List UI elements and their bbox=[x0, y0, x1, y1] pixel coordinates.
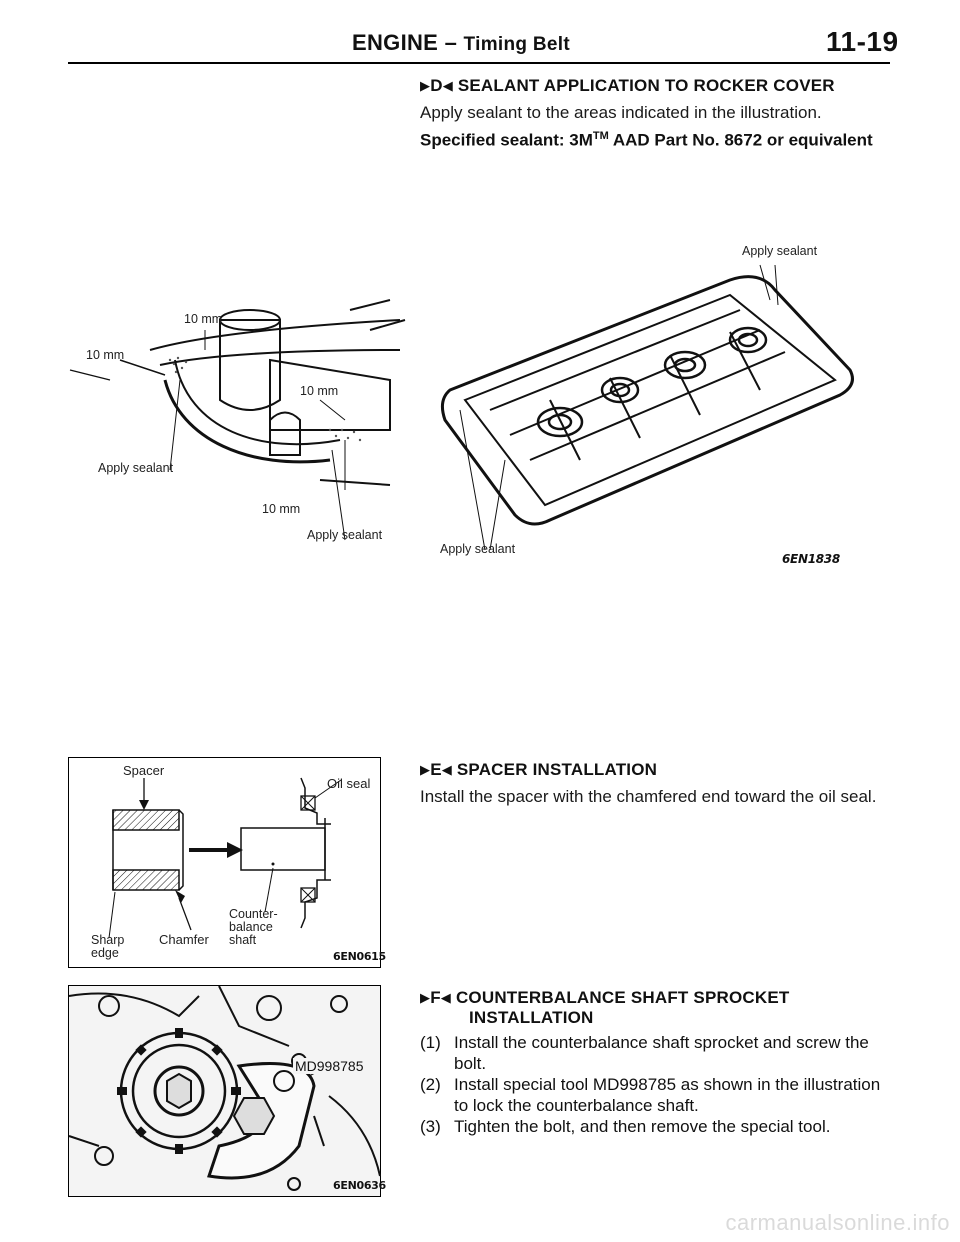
right-triangle-icon: ▶ bbox=[420, 78, 431, 93]
sprocket-photo-illustration bbox=[68, 985, 381, 1196]
label-counterbalance-shaft: Counter- balance shaft bbox=[229, 908, 278, 947]
step-2-line2: to lock the counterbalance shaft. bbox=[454, 1096, 699, 1115]
page-header-title: ENGINE – Timing Belt bbox=[352, 30, 570, 56]
label-oil-seal: Oil seal bbox=[327, 776, 371, 791]
section-f-title-line1: COUNTERBALANCE SHAFT SPROCKET bbox=[455, 988, 790, 1007]
header-title-dash: – bbox=[444, 30, 458, 55]
section-e-body: Install the spacer with the chamfered en… bbox=[420, 787, 877, 806]
section-e-title: SPACER INSTALLATION bbox=[456, 760, 658, 779]
section-f-title-line2: INSTALLATION bbox=[469, 1008, 594, 1027]
footer-watermark: carmanualsonline.info bbox=[725, 1210, 950, 1235]
section-f-heading: ▶F◀ COUNTERBALANCE SHAFT SPROCKET bbox=[420, 988, 789, 1008]
step-1-num: (1) bbox=[420, 1033, 441, 1052]
left-triangle-icon: ◀ bbox=[442, 78, 453, 93]
section-f-steps: (1) Install the counterbalance shaft spro… bbox=[420, 1032, 890, 1137]
label-10mm-bottom: 10 mm bbox=[262, 502, 301, 516]
label-apply-sealant-left: Apply sealant bbox=[98, 461, 174, 475]
label-sharp-edge-line1: Sharp bbox=[91, 933, 125, 947]
left-triangle-icon: ◀ bbox=[441, 762, 452, 777]
figure-code-6en0615: 6EN0615 bbox=[333, 950, 386, 963]
sealant-detail-illustration bbox=[69, 299, 406, 541]
section-d-body: Apply sealant to the areas indicated in … bbox=[420, 103, 822, 122]
header-title-sub: Timing Belt bbox=[463, 34, 570, 55]
step-1: (1) Install the counterbalance shaft spro… bbox=[420, 1032, 890, 1074]
step-3-num: (3) bbox=[420, 1117, 441, 1136]
label-chamfer: Chamfer bbox=[159, 932, 209, 947]
spec-trademark: TM bbox=[592, 130, 609, 142]
spec-suffix: AAD Part No. 8672 or equivalent bbox=[608, 130, 873, 150]
header-rule bbox=[68, 62, 890, 64]
step-2-num: (2) bbox=[420, 1075, 441, 1094]
page-number: 11-19 bbox=[826, 26, 899, 57]
step-1-line1: Install the counterbalance shaft sprocke… bbox=[454, 1033, 869, 1052]
label-tool-md998785: MD998785 bbox=[293, 1058, 366, 1074]
label-10mm-top: 10 mm bbox=[184, 312, 223, 326]
label-sharp-edge-line2: edge bbox=[91, 946, 119, 960]
spacer-figure-box: Spacer Oil seal Sharp edge Chamfer Count… bbox=[68, 757, 386, 968]
step-3-line1: Tighten the bolt, and then remove the sp… bbox=[454, 1117, 831, 1136]
right-triangle-icon: ▶ bbox=[420, 762, 431, 777]
figure-code-6en0636: 6EN0636 bbox=[333, 1179, 386, 1192]
label-shaft-line3: shaft bbox=[229, 933, 257, 947]
section-d-title: SEALANT APPLICATION TO ROCKER COVER bbox=[457, 76, 835, 95]
section-d-spec: Specified sealant: 3MTM AAD Part No. 867… bbox=[420, 130, 873, 151]
spacer-illustration bbox=[108, 777, 342, 939]
left-triangle-icon: ◀ bbox=[440, 990, 451, 1005]
step-2: (2) Install special tool MD998785 as show… bbox=[420, 1074, 890, 1116]
section-d-letter: D bbox=[430, 76, 443, 95]
step-2-line1: Install special tool MD998785 as shown i… bbox=[454, 1075, 881, 1094]
header-title-main: ENGINE bbox=[352, 30, 439, 55]
label-10mm-right: 10 mm bbox=[300, 384, 339, 398]
section-e-letter: E bbox=[430, 760, 442, 779]
rocker-cover-illustration bbox=[440, 264, 854, 551]
section-d-heading: ▶D◀ SEALANT APPLICATION TO ROCKER COVER bbox=[420, 76, 835, 96]
spec-prefix: Specified sealant: 3M bbox=[420, 130, 593, 150]
right-triangle-icon: ▶ bbox=[420, 990, 431, 1005]
figure-code-6en1838: 6EN1838 bbox=[782, 552, 840, 566]
label-apply-sealant-bottom-right: Apply sealant bbox=[440, 542, 516, 556]
label-apply-sealant-top-right: Apply sealant bbox=[742, 244, 818, 258]
step-1-line2: bolt. bbox=[454, 1054, 487, 1073]
label-shaft-line1: Counter- bbox=[229, 907, 278, 921]
label-shaft-line2: balance bbox=[229, 920, 273, 934]
step-3: (3) Tighten the bolt, and then remove the… bbox=[420, 1116, 890, 1137]
label-apply-sealant-bottom: Apply sealant bbox=[307, 528, 383, 542]
label-sharp-edge: Sharp edge bbox=[91, 934, 124, 960]
section-e-heading: ▶E◀ SPACER INSTALLATION bbox=[420, 760, 657, 780]
sprocket-photo-box: MD998785 6EN0636 bbox=[68, 985, 386, 1197]
label-spacer: Spacer bbox=[123, 763, 165, 778]
label-10mm-left: 10 mm bbox=[86, 348, 125, 362]
section-f-letter: F bbox=[430, 988, 441, 1007]
